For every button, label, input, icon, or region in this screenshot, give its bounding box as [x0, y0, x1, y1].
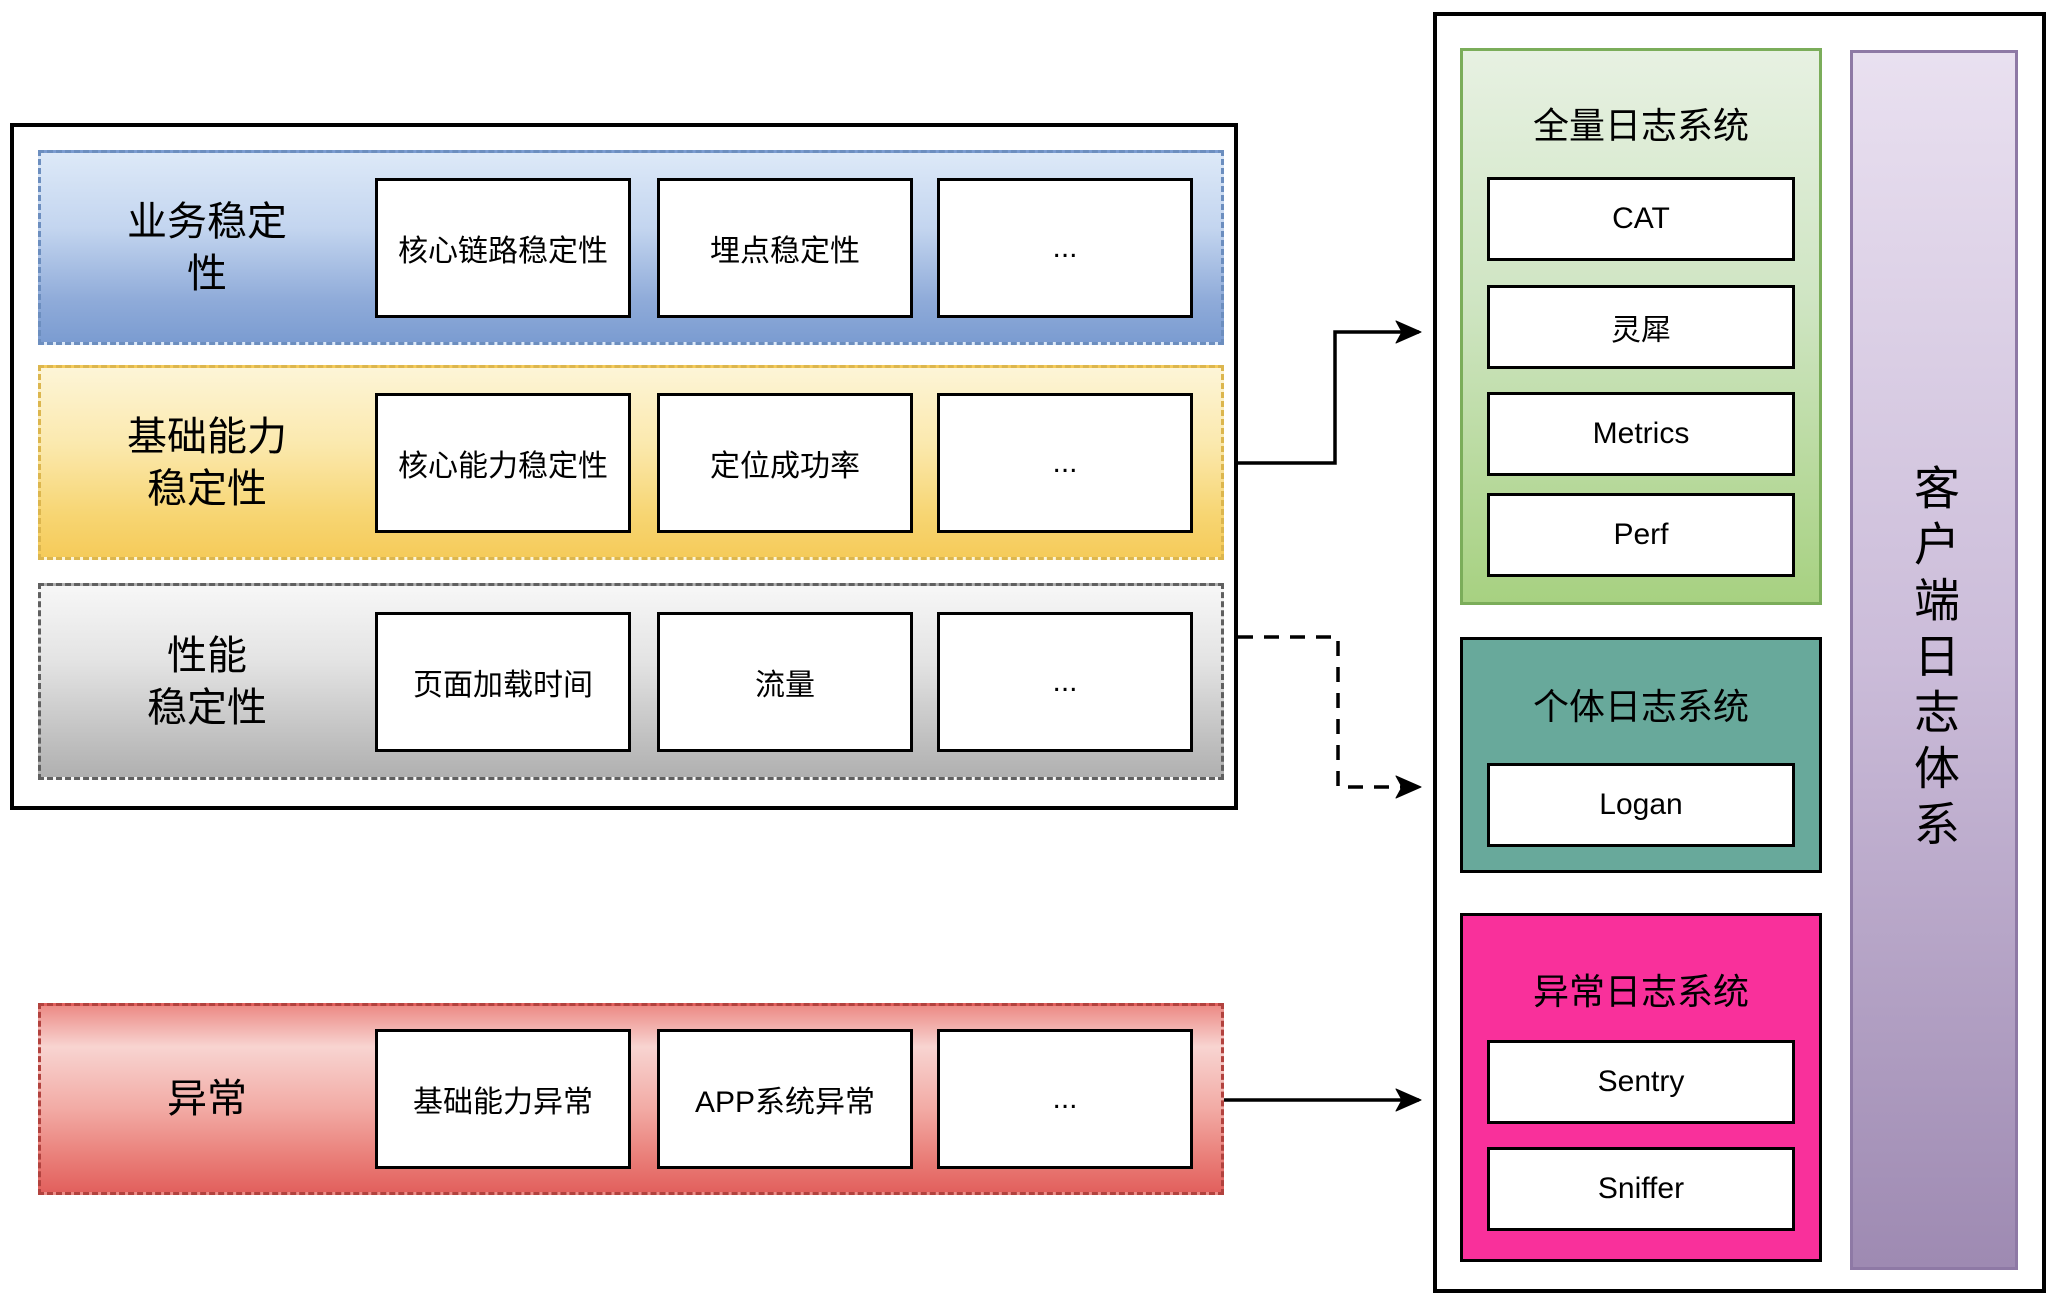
metric-box-capability-more: ... [937, 392, 1193, 533]
metric-box-tracking-stability: 埋点稳定性 [657, 177, 913, 318]
row-business-stability-label: 业务稳定 性 [127, 199, 287, 296]
client-log-system-bar: 客户端日志体系 [1850, 50, 2018, 1270]
log-tool-sniffer: Sniffer [1487, 1147, 1795, 1231]
row-capability-stability-label: 基础能力 稳定性 [127, 414, 287, 511]
metric-box-core-capability-stability: 核心能力稳定性 [375, 392, 631, 533]
metric-box-locate-success-rate: 定位成功率 [657, 392, 913, 533]
group-full-log-system-title: 全量日志系统 [1532, 105, 1749, 146]
metric-box-business-more: ... [937, 177, 1193, 318]
metric-box-app-system-exception: APP系统异常 [657, 1029, 913, 1169]
group-exception-log-system-title: 异常日志系统 [1532, 971, 1749, 1012]
log-tool-sentry: Sentry [1487, 1040, 1795, 1124]
metric-box-exception-more: ... [937, 1029, 1193, 1169]
row-performance-stability-label: 性能 稳定性 [147, 633, 267, 730]
group-individual-log-system-title: 个体日志系统 [1532, 686, 1749, 727]
metric-box-capability-exception: 基础能力异常 [375, 1029, 631, 1169]
log-tool-metrics: Metrics [1487, 392, 1795, 476]
row-exception: 异常 基础能力异常 APP系统异常 ... [38, 1003, 1224, 1195]
metric-box-performance-more: ... [937, 611, 1193, 752]
group-exception-log-system: 异常日志系统 Sentry Sniffer [1460, 913, 1822, 1262]
log-tool-logan: Logan [1487, 763, 1795, 847]
metric-box-traffic: 流量 [657, 611, 913, 752]
log-tool-cat: CAT [1487, 177, 1795, 261]
log-tool-perf: Perf [1487, 493, 1795, 577]
row-business-stability: 业务稳定 性 核心链路稳定性 埋点稳定性 ... [38, 150, 1224, 345]
row-performance-stability: 性能 稳定性 页面加载时间 流量 ... [38, 583, 1224, 780]
log-tool-lingxi: 灵犀 [1487, 285, 1795, 369]
metric-box-core-link-stability: 核心链路稳定性 [375, 177, 631, 318]
row-exception-label: 异常 [167, 1077, 247, 1121]
stability-panel: 业务稳定 性 核心链路稳定性 埋点稳定性 ... 基础能力 稳定性 核心能力稳定… [10, 123, 1238, 810]
arrow-stability-to-full-log-system [1238, 320, 1422, 465]
arrow-stability-to-individual-log-system [1238, 635, 1422, 799]
metric-box-page-load-time: 页面加载时间 [375, 611, 631, 752]
row-capability-stability: 基础能力 稳定性 核心能力稳定性 定位成功率 ... [38, 365, 1224, 560]
client-log-system-bar-label: 客户端日志体系 [1908, 464, 1960, 856]
group-individual-log-system: 个体日志系统 Logan [1460, 637, 1822, 873]
group-full-log-system: 全量日志系统 CAT 灵犀 Metrics Perf [1460, 48, 1822, 605]
log-system-panel: 全量日志系统 CAT 灵犀 Metrics Perf 个体日志系统 Logan … [1433, 12, 2046, 1293]
